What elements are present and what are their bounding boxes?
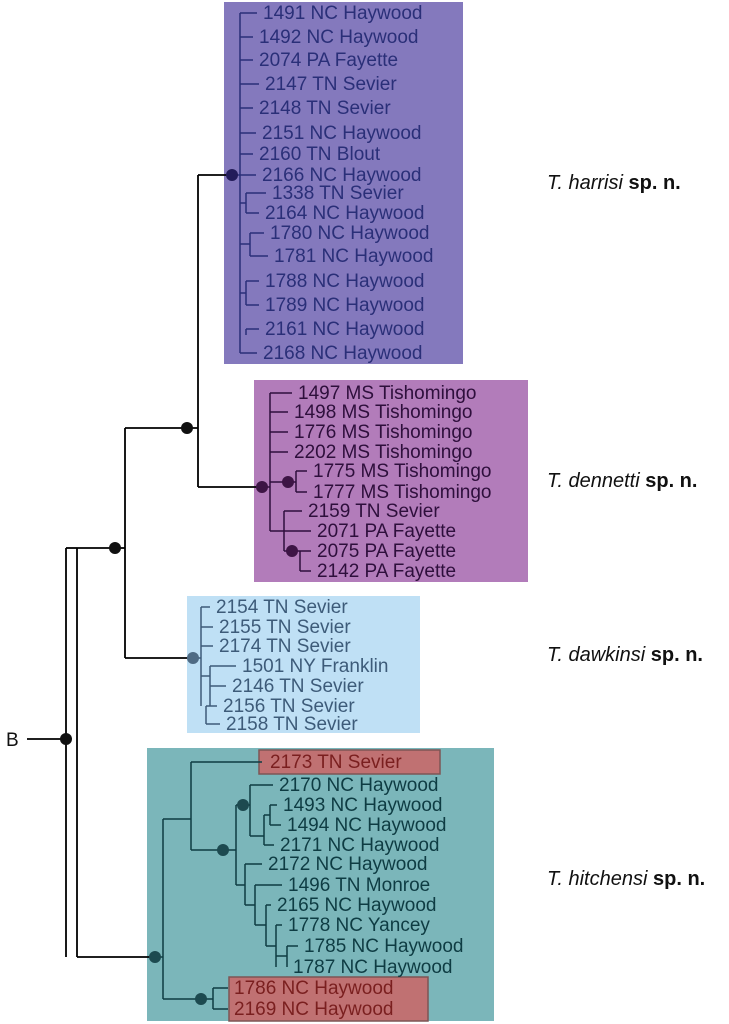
hitchensi-clade-box xyxy=(147,748,494,1021)
dennetti-node-dot xyxy=(256,481,268,493)
hitchensi-node-dot xyxy=(149,951,161,963)
leaf-label-dawkinsi: 1501 NY Franklin xyxy=(242,656,388,677)
leaf-label-dennetti: 1776 MS Tishomingo xyxy=(294,422,473,443)
leaf-label-hitchensi: 2165 NC Haywood xyxy=(277,895,436,916)
leaf-label-harrisi: 2074 PA Fayette xyxy=(259,50,398,71)
hitchensi-node-dot xyxy=(237,799,249,811)
hitchensi-node-dot xyxy=(217,844,229,856)
taxon-label-harrisi: T. harrisi sp. n. xyxy=(547,172,681,194)
harrisi-clade-box xyxy=(224,2,463,364)
backbone-node-dot xyxy=(109,542,121,554)
leaf-label-dennetti: 1498 MS Tishomingo xyxy=(294,402,473,423)
harrisi-node-dot xyxy=(226,169,238,181)
leaf-label-dennetti: 2202 MS Tishomingo xyxy=(294,442,473,463)
leaf-label-harrisi: 1781 NC Haywood xyxy=(274,246,433,267)
leaf-label-hitchensi: 1787 NC Haywood xyxy=(293,957,452,978)
leaf-label-harrisi: 1492 NC Haywood xyxy=(259,27,418,48)
taxon-label-hitchensi: T. hitchensi sp. n. xyxy=(547,868,705,890)
leaf-label-harrisi: 2164 NC Haywood xyxy=(265,203,424,224)
leaf-label-harrisi: 1491 NC Haywood xyxy=(263,3,422,24)
dennetti-clade-box xyxy=(254,380,528,582)
leaf-label-harrisi: 2166 NC Haywood xyxy=(262,165,421,186)
leaf-label-dennetti: 1775 MS Tishomingo xyxy=(313,461,492,482)
leaf-label-dawkinsi: 2155 TN Sevier xyxy=(219,617,351,638)
leaf-label-hitchensi: 1778 NC Yancey xyxy=(288,915,430,936)
leaf-label-harrisi: 1338 TN Sevier xyxy=(272,183,404,204)
leaf-label-harrisi: 2151 NC Haywood xyxy=(262,123,421,144)
leaf-label-dawkinsi: 2156 TN Sevier xyxy=(223,696,355,717)
leaf-label-harrisi: 2168 NC Haywood xyxy=(263,343,422,364)
dawkinsi-node-dot xyxy=(187,652,199,664)
leaf-label-dennetti: 2159 TN Sevier xyxy=(308,501,440,522)
dennetti-node-dot xyxy=(282,476,294,488)
leaf-label-dennetti: 2071 PA Fayette xyxy=(317,521,456,542)
leaf-label-dennetti: 1777 MS Tishomingo xyxy=(313,482,492,503)
leaf-label-hitchensi: 1494 NC Haywood xyxy=(287,815,446,836)
leaf-label-dawkinsi: 2146 TN Sevier xyxy=(232,676,364,697)
leaf-label-harrisi: 1789 NC Haywood xyxy=(265,295,424,316)
dawkinsi-clade-box xyxy=(187,596,420,733)
leaf-label-harrisi: 2161 NC Haywood xyxy=(265,319,424,340)
highlight-box-1786-2169 xyxy=(228,976,429,1022)
leaf-label-harrisi: 1788 NC Haywood xyxy=(265,271,424,292)
leaf-label-hitchensi: 1786 NC Haywood xyxy=(234,978,393,999)
leaf-label-dennetti: 1497 MS Tishomingo xyxy=(298,383,477,404)
leaf-label-dennetti: 2142 PA Fayette xyxy=(317,561,456,582)
leaf-label-dawkinsi: 2174 TN Sevier xyxy=(219,636,351,657)
root-label: B xyxy=(6,730,19,751)
leaf-label-harrisi: 1780 NC Haywood xyxy=(270,223,429,244)
leaf-label-hitchensi: 2169 NC Haywood xyxy=(234,999,393,1020)
clade-branches xyxy=(155,12,311,1010)
leaf-label-dawkinsi: 2154 TN Sevier xyxy=(216,597,348,618)
backbone-branches xyxy=(27,174,262,958)
root-node-dot xyxy=(60,733,72,745)
backbone-node-dot xyxy=(181,422,193,434)
leaf-label-hitchensi: 1493 NC Haywood xyxy=(283,795,442,816)
leaf-label-hitchensi: 2173 TN Sevier xyxy=(270,752,402,773)
hitchensi-node-dot xyxy=(195,993,207,1005)
highlight-box-2173 xyxy=(258,749,441,775)
leaf-label-harrisi: 2148 TN Sevier xyxy=(259,98,391,119)
taxon-label-dawkinsi: T. dawkinsi sp. n. xyxy=(547,644,703,666)
taxon-label-dennetti: T. dennetti sp. n. xyxy=(547,470,697,492)
leaf-label-dawkinsi: 2158 TN Sevier xyxy=(226,714,358,735)
leaf-label-hitchensi: 1785 NC Haywood xyxy=(304,936,463,957)
leaf-label-harrisi: 2160 TN Blout xyxy=(259,144,381,165)
leaf-label-harrisi: 2147 TN Sevier xyxy=(265,74,397,95)
leaf-label-hitchensi: 2171 NC Haywood xyxy=(280,835,439,856)
node-dots xyxy=(60,169,298,1005)
dennetti-node-dot xyxy=(286,545,298,557)
leaf-label-dennetti: 2075 PA Fayette xyxy=(317,541,456,562)
leaf-label-hitchensi: 2172 NC Haywood xyxy=(268,854,427,875)
leaf-label-hitchensi: 2170 NC Haywood xyxy=(279,775,438,796)
leaf-label-hitchensi: 1496 TN Monroe xyxy=(288,875,430,896)
